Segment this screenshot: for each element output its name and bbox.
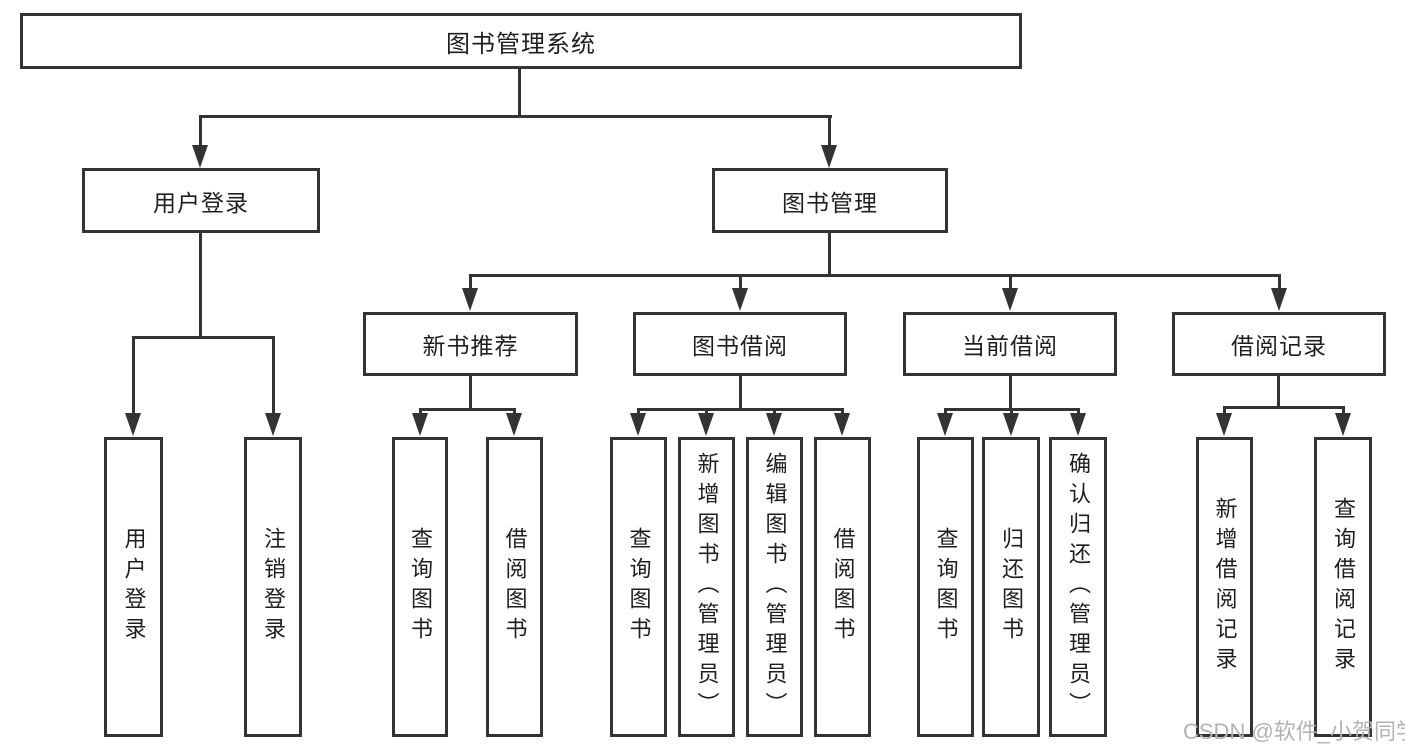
node-borrowing-records: 借阅记录 — [1172, 312, 1386, 376]
node-book-borrowing: 图书借阅 — [633, 312, 847, 376]
node-user-login: 用户登录 — [82, 168, 320, 233]
connector-drop-user-login — [199, 115, 202, 146]
connector-drop-leaf — [272, 336, 275, 414]
arrow-down-icon — [1271, 288, 1287, 311]
leaf-label: 查询图书 — [933, 527, 959, 647]
node-label: 用户登录 — [153, 189, 249, 216]
leaf-add-borrow-record: 新增借阅记录 — [1196, 437, 1253, 737]
leaf-label: 借阅图书 — [502, 527, 528, 647]
connector-drop-leaf — [1342, 406, 1345, 415]
connector-root-split — [199, 115, 832, 118]
arrow-down-icon — [1003, 413, 1019, 436]
connector-book-borrowing-split — [637, 408, 844, 411]
connector-drop-leaf — [132, 336, 135, 414]
connector-book-management-trunk — [828, 233, 831, 277]
connector-drop-book-borrowing — [739, 274, 742, 290]
node-book-management: 图书管理 — [712, 168, 948, 233]
arrow-down-icon — [1216, 413, 1232, 436]
leaf-query-books-recommend: 查询图书 — [392, 437, 448, 737]
connector-new-book-split — [419, 408, 516, 411]
connector-drop-borrowing-records — [1278, 274, 1281, 290]
node-label: 图书管理系统 — [446, 30, 596, 58]
leaf-user-login: 用户登录 — [104, 437, 163, 737]
connector-book-management-split — [469, 274, 1281, 277]
connector-drop-leaf — [705, 408, 708, 415]
leaf-label: 新增借阅记录 — [1212, 497, 1238, 677]
leaf-label: 查询图书 — [408, 527, 433, 647]
leaf-borrow-books-recommend: 借阅图书 — [486, 437, 543, 737]
connector-user-login-trunk — [199, 233, 202, 339]
leaf-query-books-borrow: 查询图书 — [610, 437, 667, 737]
connector-current-borrowing-trunk — [1009, 376, 1012, 411]
arrow-down-icon — [1335, 413, 1351, 436]
connector-drop-leaf — [1010, 408, 1013, 415]
connector-drop-leaf — [1223, 406, 1226, 415]
arrow-down-icon — [125, 413, 141, 436]
connector-drop-new-book — [469, 274, 472, 290]
arrow-down-icon — [1002, 288, 1018, 311]
connector-user-login-split — [132, 336, 275, 339]
node-current-borrowing: 当前借阅 — [903, 312, 1117, 376]
node-label: 图书借阅 — [692, 333, 788, 359]
connector-drop-current-borrowing — [1009, 274, 1012, 290]
connector-drop-book-management — [828, 115, 831, 146]
node-library-management-system: 图书管理系统 — [20, 13, 1022, 69]
connector-drop-leaf — [944, 408, 947, 415]
leaf-query-borrow-record: 查询借阅记录 — [1314, 437, 1372, 737]
connector-drop-leaf — [773, 408, 776, 415]
connector-drop-leaf — [513, 408, 516, 415]
connector-root-trunk — [518, 69, 521, 118]
leaf-edit-books-admin: 编辑图书（管理员） — [746, 437, 803, 737]
leaf-borrow-books: 借阅图书 — [814, 437, 871, 737]
leaf-label: 查询借阅记录 — [1331, 497, 1356, 677]
leaf-return-books: 归还图书 — [982, 437, 1040, 737]
node-label: 借阅记录 — [1231, 333, 1327, 359]
leaf-label: 确认归还（管理员） — [1066, 452, 1091, 722]
arrow-down-icon — [834, 413, 850, 436]
arrow-down-icon — [766, 413, 782, 436]
arrow-down-icon — [506, 413, 522, 436]
leaf-label: 新增图书（管理员） — [694, 452, 720, 722]
arrow-down-icon — [1070, 413, 1086, 436]
connector-new-book-trunk — [469, 376, 472, 411]
arrow-down-icon — [192, 145, 208, 168]
leaf-label: 借阅图书 — [830, 527, 856, 647]
arrow-down-icon — [412, 413, 428, 436]
leaf-label: 归还图书 — [999, 527, 1024, 647]
arrow-down-icon — [732, 288, 748, 311]
leaf-label: 用户登录 — [121, 527, 147, 647]
leaf-logout: 注销登录 — [244, 437, 302, 737]
node-new-book-recommendation: 新书推荐 — [363, 312, 578, 376]
connector-drop-leaf — [419, 408, 422, 415]
arrow-down-icon — [698, 413, 714, 436]
connector-book-borrowing-trunk — [739, 376, 742, 411]
connector-borrowing-records-split — [1223, 406, 1345, 409]
leaf-confirm-return-admin: 确认归还（管理员） — [1049, 437, 1107, 737]
leaf-label: 编辑图书（管理员） — [762, 452, 788, 722]
node-label: 当前借阅 — [962, 333, 1058, 359]
leaf-query-books-current: 查询图书 — [917, 437, 974, 737]
connector-borrowing-records-trunk — [1277, 376, 1280, 409]
csdn-watermark: CSDN @软件_小贺同学 — [1183, 719, 1405, 744]
leaf-label: 查询图书 — [626, 527, 652, 647]
connector-drop-leaf — [637, 408, 640, 415]
arrow-down-icon — [821, 145, 837, 168]
leaf-add-books-admin: 新增图书（管理员） — [678, 437, 735, 737]
leaf-label: 注销登录 — [261, 527, 286, 647]
connector-drop-leaf — [1077, 408, 1080, 415]
arrow-down-icon — [630, 413, 646, 436]
arrow-down-icon — [462, 288, 478, 311]
arrow-down-icon — [937, 413, 953, 436]
connector-drop-leaf — [841, 408, 844, 415]
arrow-down-icon — [265, 413, 281, 436]
node-label: 图书管理 — [782, 189, 878, 216]
node-label: 新书推荐 — [422, 333, 519, 359]
